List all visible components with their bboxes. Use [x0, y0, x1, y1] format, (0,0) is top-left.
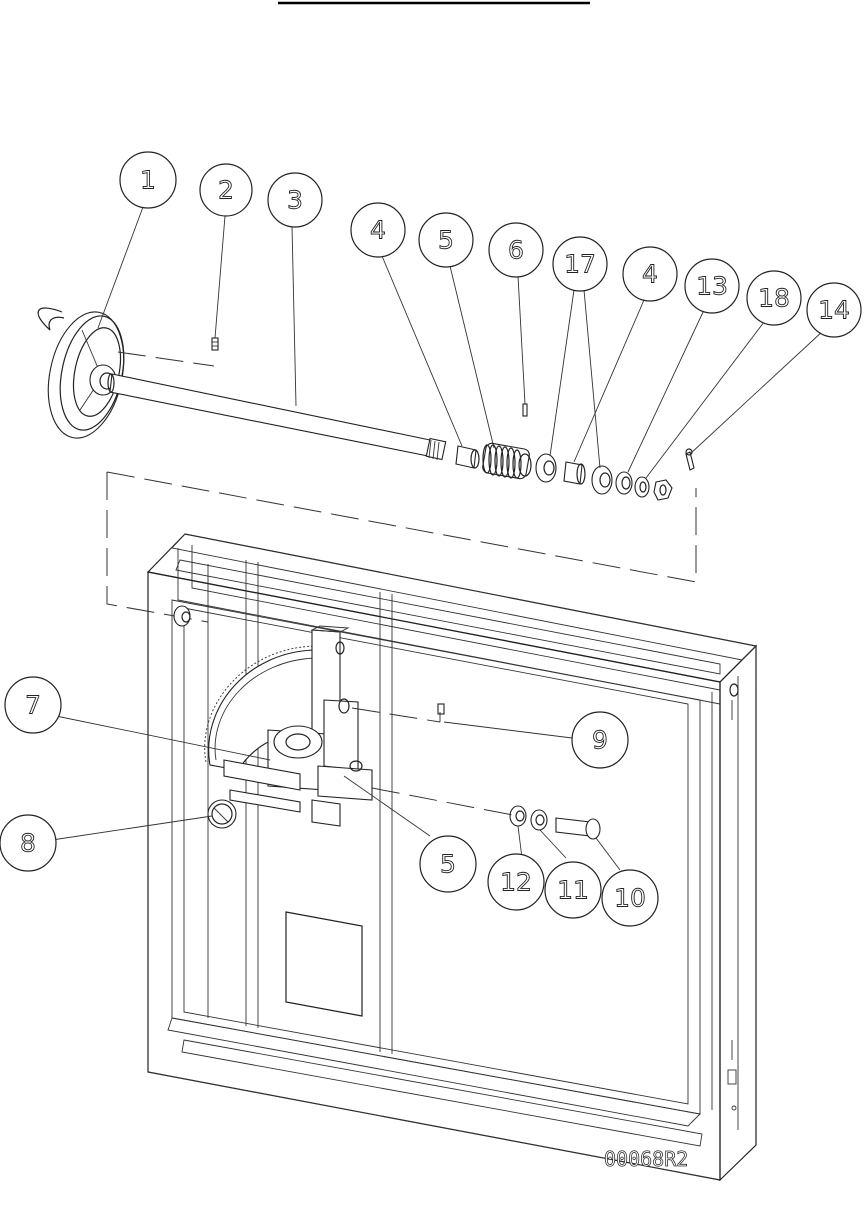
svg-text:9: 9	[592, 726, 608, 755]
nut-14	[654, 480, 672, 500]
balloon-8: 8	[0, 815, 56, 871]
bolt-10	[556, 818, 600, 839]
set-screw-2	[212, 338, 218, 350]
balloon-1: 1	[120, 152, 176, 208]
alignment-line-upper	[107, 472, 696, 622]
key-6	[523, 404, 527, 416]
svg-text:5: 5	[438, 226, 454, 255]
svg-text:4: 4	[370, 216, 386, 245]
screw-9-line	[352, 708, 440, 722]
balloon-2: 2	[200, 164, 252, 216]
svg-text:17: 17	[564, 250, 596, 279]
worm-thread-on-shaft	[426, 439, 445, 460]
worm-gear-5	[482, 442, 531, 479]
svg-text:14: 14	[818, 296, 850, 325]
washer-18	[635, 477, 649, 497]
balloon-4b: 4	[623, 247, 677, 301]
balloon-18: 18	[747, 271, 801, 325]
svg-text:11: 11	[557, 876, 589, 905]
svg-text:2: 2	[218, 176, 234, 205]
balloon-5b: 5	[420, 836, 476, 892]
drawing-number: 00068R2	[604, 1147, 688, 1171]
collar-17a	[536, 454, 556, 482]
svg-text:8: 8	[20, 829, 36, 858]
balloon-12: 12	[488, 854, 544, 910]
svg-text:10: 10	[614, 884, 646, 913]
svg-text:13: 13	[696, 272, 728, 301]
balloon-5a: 5	[419, 213, 473, 267]
balloon-7: 7	[5, 677, 61, 733]
balloon-13: 13	[685, 259, 739, 313]
svg-text:4: 4	[642, 260, 658, 289]
svg-text:12: 12	[500, 868, 532, 897]
set-screw-9	[438, 704, 444, 714]
bolt-alignment-line	[372, 788, 518, 816]
svg-text:6: 6	[508, 236, 524, 265]
balloon-4a: 4	[351, 203, 405, 257]
washer-13	[616, 472, 632, 494]
balloon-14: 14	[807, 283, 861, 337]
balloon-6: 6	[489, 223, 543, 277]
balloon-11: 11	[545, 862, 601, 918]
svg-text:7: 7	[25, 691, 41, 720]
pin-14	[686, 449, 694, 470]
balloon-3: 3	[268, 173, 322, 227]
screw-2-centerline	[118, 352, 214, 366]
handwheel	[37, 305, 134, 445]
bushing-12	[510, 806, 526, 826]
washer-11	[531, 810, 547, 830]
bushing-4b	[564, 462, 585, 484]
svg-text:1: 1	[140, 166, 156, 195]
balloon-9: 9	[572, 712, 628, 768]
balloon-10: 10	[602, 870, 658, 926]
shaft	[108, 374, 430, 456]
svg-text:3: 3	[287, 186, 303, 215]
balloon-17: 17	[553, 237, 607, 291]
collar-17b	[592, 466, 612, 494]
svg-text:5: 5	[440, 850, 456, 879]
collar-8	[208, 800, 236, 828]
bushing-4a	[456, 446, 479, 468]
svg-text:18: 18	[758, 284, 790, 313]
